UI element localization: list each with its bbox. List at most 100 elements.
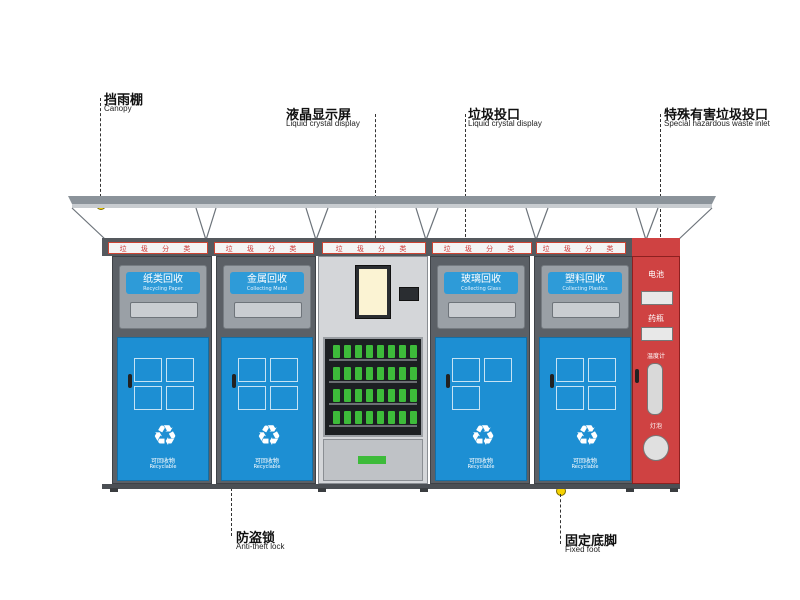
recyclable-label-en: Recyclable [253,464,281,470]
hazardous-inlet-label: 特殊有害垃圾投口 [664,108,769,123]
vending-item [333,345,340,358]
recyclable-label-en: Recyclable [571,464,599,470]
waste-inlet-slot[interactable] [448,302,516,318]
lock-label: 防盗锁 [236,531,276,546]
lcd-screen[interactable] [355,265,391,319]
bin-title: 纸类回收 [143,274,183,285]
waste-inlet-slot[interactable] [552,302,620,318]
bin-door[interactable]: ♻ 可回收物 Recyclable [539,337,631,481]
vending-item [410,389,417,402]
thermometer-inlet[interactable] [647,363,663,415]
item-icon [452,358,480,382]
hazardous-inlet-label-en: Special hazardous waste inlet [664,119,770,128]
vending-display-cabinet [323,337,423,437]
vending-item [399,345,406,358]
vending-item [388,345,395,358]
lcd-leader-line [375,114,376,274]
recyclable-label: 可回收物 [150,458,175,465]
bin-subtitle: Collecting Glass [461,286,501,292]
sort-strip-1: 垃 圾 分 类 [108,242,208,254]
bin-inlet-panel: 纸类回收 Recycling Paper [119,265,207,329]
sort-strip-5: 垃 圾 分 类 [536,242,626,254]
fixed-foot [318,488,326,492]
hazard-lock[interactable] [635,369,639,383]
qr-scanner[interactable] [399,287,419,301]
thermometer-label: 温度计 [646,353,665,360]
item-icon [484,358,512,382]
bin-inlet-panel: 玻璃回收 Collecting Glass [437,265,525,329]
vending-shelf [329,359,417,361]
bin-metal: 金属回收 Collecting Metal ♻ 可回收物 Recyclable [216,256,316,484]
battery-inlet[interactable] [641,291,673,305]
bin-glass: 玻璃回收 Collecting Glass ♻ 可回收物 Recyclable [430,256,530,484]
vending-item [377,411,384,424]
bin-subtitle: Recycling Paper [143,286,183,292]
vending-item [344,389,351,402]
pickup-button[interactable] [358,456,386,464]
item-icon [134,358,162,382]
vending-item [366,411,373,424]
vending-shelf [329,403,417,405]
medicine-inlet[interactable] [641,327,673,341]
vending-item [333,389,340,402]
lcd-screen-content [359,269,387,315]
vending-item [377,367,384,380]
item-icon-grid [452,358,514,410]
item-icon [452,386,480,410]
recycle-icon: ♻ [574,419,600,452]
vending-item [388,367,395,380]
sort-strip-2: 垃 圾 分 类 [214,242,314,254]
lcd-label-en: Liquid crystal display [286,119,360,128]
waste-inlet-leader-line [465,114,466,272]
vending-item [355,411,362,424]
vending-item [410,345,417,358]
lamp-inlet[interactable] [643,435,669,461]
sort-strip-3: 垃 圾 分 类 [322,242,426,254]
bin-paper: 纸类回收 Recycling Paper ♻ 可回收物 Recyclable [112,256,212,484]
item-icon [270,386,298,410]
vending-item [355,367,362,380]
vending-unit [318,256,428,484]
vending-item [366,345,373,358]
bin-door[interactable]: ♻ 可回收物 Recyclable [435,337,527,481]
vending-item [388,411,395,424]
bin-inlet-panel: 塑料回收 Collecting Plastics [541,265,629,329]
item-icon [134,386,162,410]
bin-title: 塑料回收 [565,274,605,285]
hazard-header-frame [632,238,680,256]
bin-title-badge: 金属回收 Collecting Metal [230,272,304,294]
bin-plastics: 塑料回收 Collecting Plastics ♻ 可回收物 Recyclab… [534,256,634,484]
item-icon-grid [134,358,196,410]
vending-item [410,411,417,424]
recycle-icon: ♻ [256,419,282,452]
fixed-foot [420,488,428,492]
vending-item [366,389,373,402]
hazardous-inlet-leader-line [660,114,661,272]
item-icon [238,358,266,382]
lcd-label: 液晶显示屏 [286,108,352,123]
item-icon [270,358,298,382]
item-icon [588,386,616,410]
anti-theft-lock[interactable] [128,374,132,388]
waste-inlet-slot[interactable] [234,302,302,318]
recyclable-label-en: Recyclable [467,464,495,470]
vending-item [344,411,351,424]
anti-theft-lock[interactable] [446,374,450,388]
bin-title-badge: 塑料回收 Collecting Plastics [548,272,622,294]
recycle-icon: ♻ [470,419,496,452]
bin-door[interactable]: ♻ 可回收物 Recyclable [117,337,209,481]
bin-title: 玻璃回收 [461,274,501,285]
foot-label: 固定底脚 [565,534,618,549]
anti-theft-lock[interactable] [550,374,554,388]
recyclable-label: 可回收物 [254,458,279,465]
base-rail [102,484,680,489]
item-icon-grid [238,358,300,410]
item-icon [556,386,584,410]
bin-door[interactable]: ♻ 可回收物 Recyclable [221,337,313,481]
fixed-foot [626,488,634,492]
waste-inlet-slot[interactable] [130,302,198,318]
lock-label-en: Anti-theft lock [236,542,285,551]
bin-subtitle: Collecting Plastics [562,286,608,292]
canopy-label-en: Canopy [104,104,132,113]
anti-theft-lock[interactable] [232,374,236,388]
